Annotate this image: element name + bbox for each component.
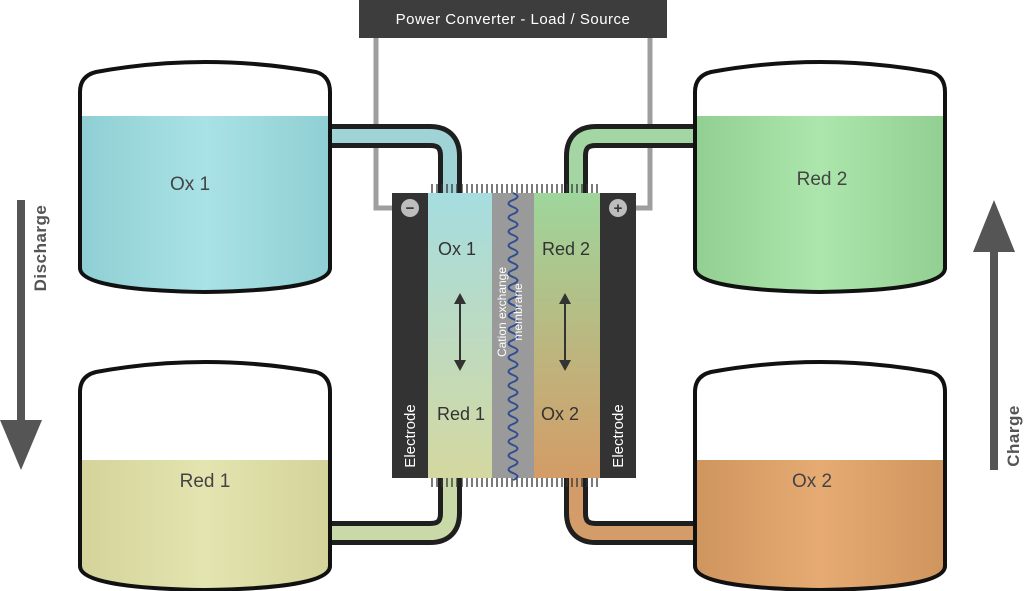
svg-text:+: + <box>614 200 623 217</box>
pipe-red2 <box>564 124 702 195</box>
half-cell-right <box>534 193 600 478</box>
tank-ox1: Ox 1 <box>78 60 332 295</box>
cell-right-bottom-label: Ox 2 <box>541 404 579 424</box>
cell-right-top-label: Red 2 <box>542 239 590 259</box>
tank-red2-label: Red 2 <box>797 169 848 190</box>
pipe-ox2 <box>564 478 702 545</box>
membrane-wave <box>507 192 519 481</box>
electrode-right-label: Electrode <box>610 404 627 467</box>
tank-red2: Red 2 <box>693 60 947 295</box>
power-converter-box: Power Converter - Load / Source <box>359 0 667 38</box>
pipe-red1 <box>322 478 462 545</box>
electrode-left-label: Electrode <box>402 404 419 467</box>
electrode-right <box>600 193 636 478</box>
double-arrow-right-icon <box>559 293 571 371</box>
charge-label: Charge <box>1004 405 1023 467</box>
flow-cell: − + Electrode Electrode Cation exchange … <box>392 192 636 481</box>
discharge-arrow: Discharge <box>0 200 50 470</box>
positive-terminal-icon: + <box>609 199 627 217</box>
svg-text:−: − <box>406 200 415 217</box>
power-wires <box>373 38 653 211</box>
tank-ox2: Ox 2 <box>693 360 947 591</box>
discharge-label: Discharge <box>31 205 50 292</box>
charge-arrow: Charge <box>973 200 1023 470</box>
negative-terminal-icon: − <box>401 199 419 217</box>
electrode-left <box>392 193 428 478</box>
membrane-label-line2: membrane <box>511 283 525 341</box>
tank-ox2-label: Ox 2 <box>792 471 832 492</box>
electrode-teeth <box>431 184 598 487</box>
tank-ox1-label: Ox 1 <box>170 174 210 195</box>
tank-red1: Red 1 <box>78 360 332 591</box>
pipe-ox1 <box>322 124 462 195</box>
pipes <box>322 124 702 545</box>
membrane-label-line1: Cation exchange <box>495 267 509 357</box>
cell-left-bottom-label: Red 1 <box>437 404 485 424</box>
double-arrow-left-icon <box>454 293 466 371</box>
tank-red1-label: Red 1 <box>180 471 231 492</box>
cell-left-top-label: Ox 1 <box>438 239 476 259</box>
power-converter-label: Power Converter - Load / Source <box>396 11 631 28</box>
